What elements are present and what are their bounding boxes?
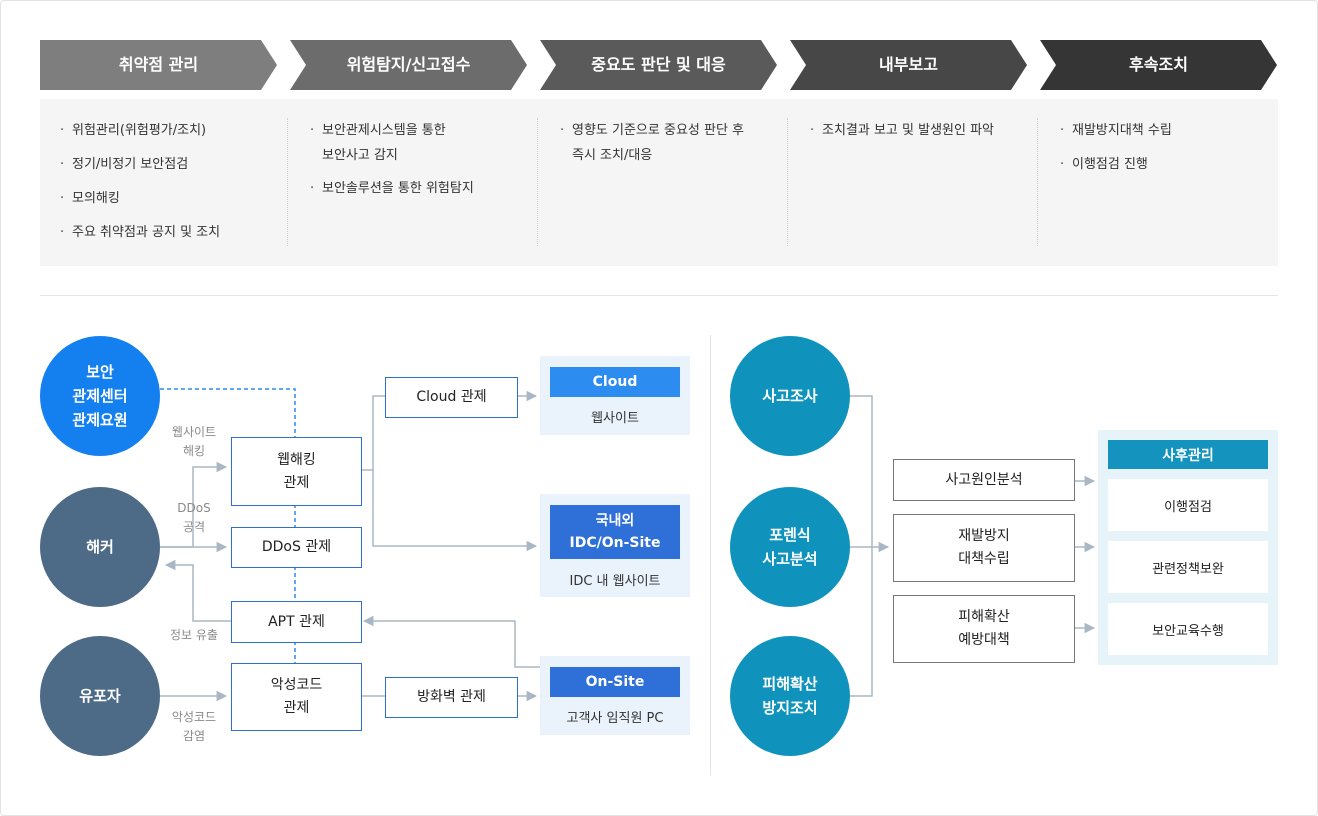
onsite-apt-line <box>362 615 540 668</box>
process-item-text: 이행점검 진행 <box>1072 157 1148 172</box>
idc-sub: IDC 내 웹사이트 <box>569 574 661 589</box>
process-item: · 모의해킹 <box>60 186 120 211</box>
spread-prevent-box: 피해확산 예방대책 <box>893 595 1075 663</box>
center-divider <box>710 335 711 775</box>
section-divider <box>40 295 1278 296</box>
process-step-title: 취약점 관리 <box>118 55 199 74</box>
cloud-monitor-box: Cloud 관제 <box>385 377 518 418</box>
bullet-dot: · <box>310 123 315 138</box>
apt-leak-line <box>164 559 231 622</box>
malware-infect-label: 악성코드 감염 <box>171 710 217 743</box>
onsite-sub: 고객사 임직원 PC <box>566 711 664 726</box>
process-item: · 보안솔루션을 통한 위험탐지 <box>310 176 474 201</box>
bullet-dot: · <box>1060 157 1065 172</box>
process-detail-panel <box>40 99 1278 266</box>
firewall-monitor-box: 방화벽 관제 <box>385 677 518 718</box>
process-step-shape <box>40 40 277 90</box>
apt-monitor-box: APT 관제 <box>231 601 362 643</box>
process-step-title: 내부보고 <box>879 55 938 74</box>
web-hacking-box: 웹해킹 관제 <box>231 437 362 506</box>
forensic-circle: 포렌식 사고분석 <box>730 487 850 607</box>
ddos-attack-label: DDoS 공격 <box>177 501 211 534</box>
process-step-title: 위험탐지/신고접수 <box>346 55 471 74</box>
process-item-text: 모의해킹 <box>72 191 120 206</box>
web-idc-line <box>372 470 538 552</box>
cloud-tag: Cloud <box>550 367 680 397</box>
bullet-dot: · <box>60 225 65 240</box>
process-step-shape <box>790 40 1027 90</box>
process-column-divider <box>287 118 288 246</box>
hacker-circle: 해커 <box>40 487 160 607</box>
bullet-dot: · <box>60 157 65 172</box>
process-item-text: 주요 취약점과 공지 및 조치 <box>72 225 221 240</box>
process-item: · 보안관제시스템을 통한 보안사고 감지 <box>310 118 446 168</box>
process-step-title: 중요도 판단 및 대응 <box>591 55 726 74</box>
idc-tag: 국내외 IDC/On-Site <box>550 505 680 559</box>
ddos-monitor-box: DDoS 관제 <box>231 527 362 568</box>
process-item: · 재발방지대책 수립 <box>1060 118 1172 143</box>
process-item: · 위험관리(위험평가/조치) <box>60 118 206 143</box>
prevention-circle: 피해확산 방지조치 <box>730 636 850 756</box>
center-monitor-line <box>160 388 296 452</box>
web-cloud-line <box>360 395 385 471</box>
recurrence-box: 재발방지 대책수립 <box>893 514 1075 582</box>
process-item: · 조치결과 보고 및 발생원인 파악 <box>810 118 994 143</box>
process-column-divider <box>537 118 538 246</box>
process-step-shape <box>1040 40 1277 90</box>
process-step-shape <box>540 40 777 90</box>
process-item-text: 보안관제시스템을 통한 보안사고 감지 <box>322 123 446 163</box>
process-step-3: 중요도 판단 및 대응 <box>540 40 777 90</box>
security-center-circle: 보안 관제센터 관제요원 <box>40 336 160 456</box>
after-item-education: 보안교육수행 <box>1108 603 1268 655</box>
bullet-dot: · <box>810 123 815 138</box>
malware-monitor-box: 악성코드 관제 <box>231 663 362 731</box>
process-item: · 이행점검 진행 <box>1060 152 1148 177</box>
cloud-sub: 웹사이트 <box>591 411 639 426</box>
process-step-shape <box>290 40 527 90</box>
bullet-dot: · <box>1060 123 1065 138</box>
leaker-circle: 유포자 <box>40 636 160 756</box>
bullet-dot: · <box>310 181 315 196</box>
bullet-dot: · <box>560 123 565 138</box>
after-management-title: 사후관리 <box>1108 440 1268 469</box>
process-item: · 영향도 기준으로 중요성 판단 후 즉시 조치/대응 <box>560 118 744 168</box>
web-hacking-label: 웹사이트 해킹 <box>171 425 217 458</box>
process-item-text: 재발방지대책 수립 <box>1072 123 1172 138</box>
process-item-text: 보안솔루션을 통한 위험탐지 <box>322 181 474 196</box>
process-column-divider <box>787 118 788 246</box>
after-item-check: 이행점검 <box>1108 479 1268 531</box>
process-item-text: 조치결과 보고 및 발생원인 파악 <box>822 123 995 138</box>
process-step-1: 취약점 관리 <box>40 40 277 90</box>
process-item-text: 영향도 기준으로 중요성 판단 후 즉시 조치/대응 <box>572 123 745 163</box>
investigation-circle: 사고조사 <box>730 336 850 456</box>
investigation-merge-line <box>850 395 873 697</box>
info-leak-label: 정보 유출 <box>170 628 218 642</box>
process-step-2: 위험탐지/신고접수 <box>290 40 527 90</box>
process-item: · 정기/비정기 보안점검 <box>60 152 188 177</box>
process-step-4: 내부보고 <box>790 40 1027 90</box>
process-item: · 주요 취약점과 공지 및 조치 <box>60 220 220 245</box>
bullet-dot: · <box>60 191 65 206</box>
process-column-divider <box>1037 118 1038 246</box>
cause-analysis-box: 사고원인분석 <box>893 459 1075 501</box>
process-item-text: 정기/비정기 보안점검 <box>72 157 189 172</box>
process-step-title: 후속조치 <box>1129 55 1188 74</box>
bullet-dot: · <box>60 123 65 138</box>
after-item-policy: 관련정책보완 <box>1108 541 1268 593</box>
onsite-tag: On-Site <box>550 667 680 697</box>
process-item-text: 위험관리(위험평가/조치) <box>72 123 207 138</box>
process-step-5: 후속조치 <box>1040 40 1277 90</box>
